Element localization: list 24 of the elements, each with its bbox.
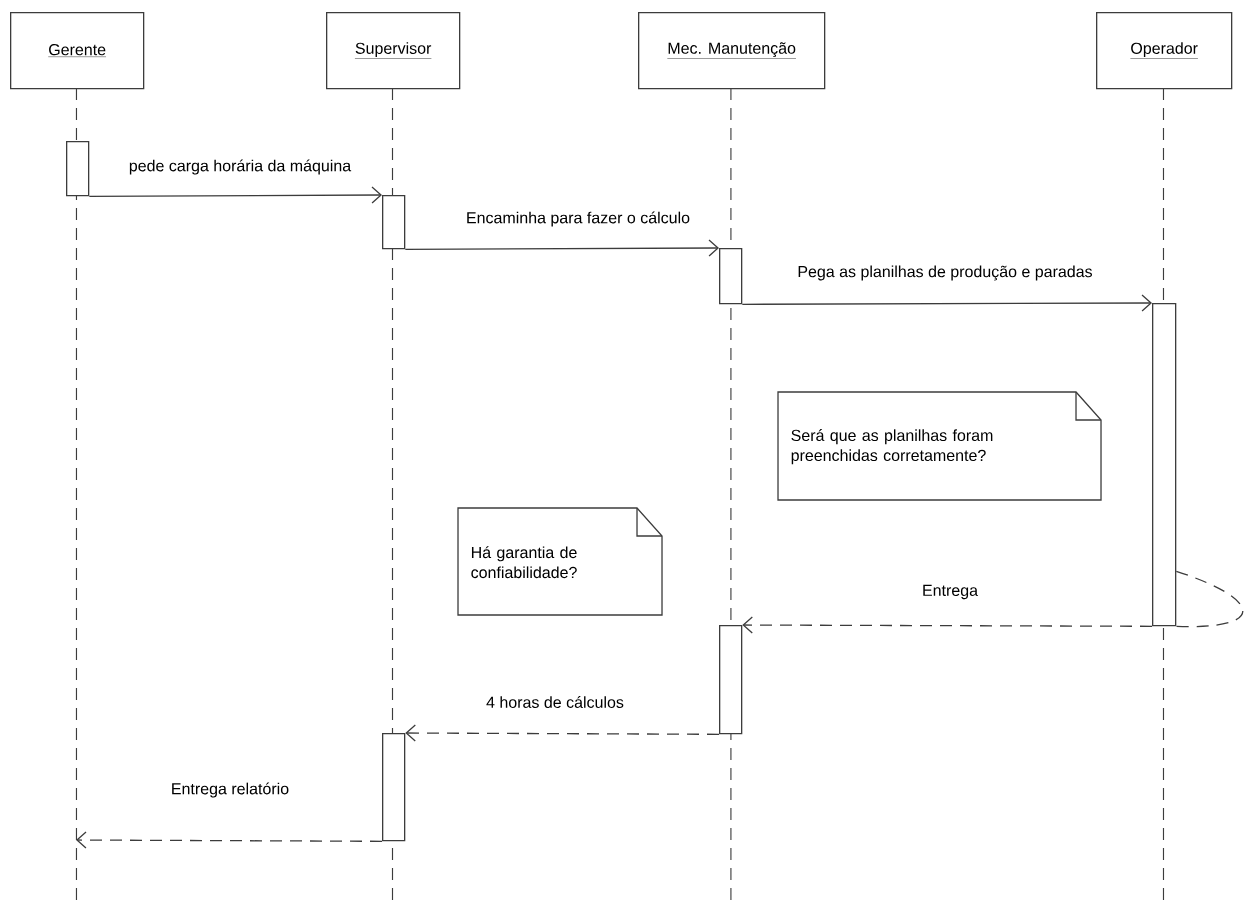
- note: Há garantia de confiabilidade?: [457, 507, 663, 616]
- lifeline-head: Mec. Manutenção: [638, 12, 826, 90]
- message-arrow: [404, 239, 719, 257]
- message-label: Encaminha para fazer o cálculo: [463, 209, 693, 229]
- activation-bar: [382, 195, 406, 250]
- lifeline-head: Operador: [1096, 12, 1233, 90]
- message-arrow: [76, 831, 383, 849]
- note: Será que as planilhas foram preenchidas corretamente?: [777, 391, 1102, 501]
- message-arrow: [88, 186, 382, 204]
- message-arrow: [405, 724, 720, 742]
- message-arrow: [742, 616, 1153, 634]
- message-arrow: [741, 294, 1152, 312]
- activation-bar: [66, 141, 90, 197]
- activation-bar: [719, 625, 743, 735]
- message-label: pede carga horária da máquina: [126, 157, 354, 177]
- message-label: 4 horas de cálculos: [484, 694, 626, 710]
- activation-bar: [1152, 303, 1177, 627]
- message-label: Pega as planilhas de produção e paradas: [795, 263, 1095, 283]
- lifeline-head: Gerente: [10, 12, 145, 90]
- message-label: Entrega relatório: [168, 780, 292, 800]
- message-label: Entrega: [920, 582, 981, 602]
- activation-bar: [382, 733, 406, 842]
- activation-bar: [719, 248, 743, 305]
- lifeline-head: Supervisor: [326, 12, 461, 90]
